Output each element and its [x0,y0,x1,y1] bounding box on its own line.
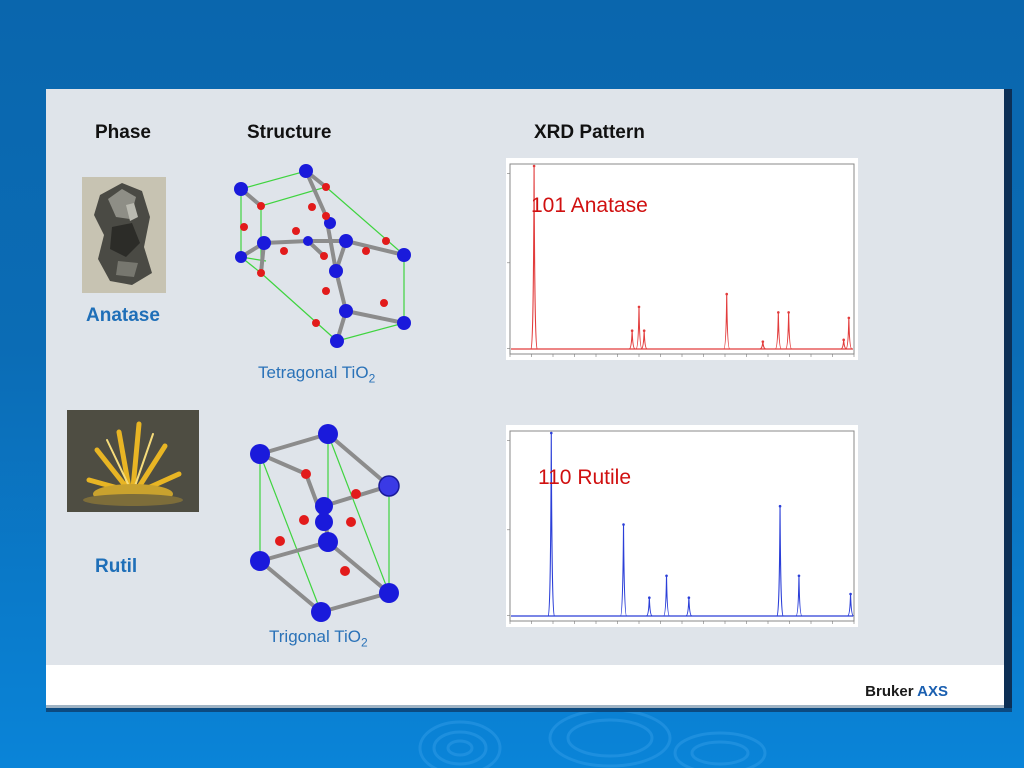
trigonal-lattice-diagram [250,424,400,622]
peak-marker [725,292,729,296]
plot-frame [509,430,855,622]
structure-label-tetragonal: Tetragonal TiO2 [258,363,376,386]
plot-frame [509,163,855,355]
peak-marker [642,329,646,332]
structure-label-trigonal: Trigonal TiO2 [269,627,368,650]
peak-marker [761,340,765,343]
peak-label-anatase: 101 Anatase [531,194,648,217]
peak-marker [630,329,634,332]
header-phase: Phase [95,122,151,143]
peak-marker [797,574,801,578]
phase-name-anatase: Anatase [86,305,160,326]
peak-marker [778,504,782,508]
xrd-pattern-rutile [506,425,858,627]
peak-marker [532,164,536,168]
slide-panel: Phase Structure XRD Pattern Anatase Ruti… [46,89,1004,665]
panel-shadow-bottom [46,708,1012,712]
peak-marker [842,338,845,342]
peak-marker [687,596,691,599]
peak-marker [847,316,851,320]
peak-label-rutile: 110 Rutile [538,466,632,489]
brand-logo: Bruker AXS [865,683,948,700]
peak-marker [777,311,780,314]
rutile-mineral-image [67,410,199,512]
anatase-mineral-image [82,177,166,293]
peak-marker [637,305,641,309]
tetragonal-lattice-diagram [234,164,411,348]
header-xrd-pattern: XRD Pattern [534,122,645,143]
slide-footer: Bruker AXS [46,665,1004,708]
peak-marker [648,596,651,599]
header-structure: Structure [247,122,332,143]
peak-marker [665,574,668,578]
panel-shadow-right [1004,89,1012,711]
phase-name-rutil: Rutil [95,556,138,577]
peak-marker [849,592,852,596]
peak-marker [787,311,790,314]
xrd-pattern-anatase [506,158,858,360]
peak-marker [622,523,625,526]
peak-marker [549,431,553,435]
ripple-decoration [418,708,767,768]
